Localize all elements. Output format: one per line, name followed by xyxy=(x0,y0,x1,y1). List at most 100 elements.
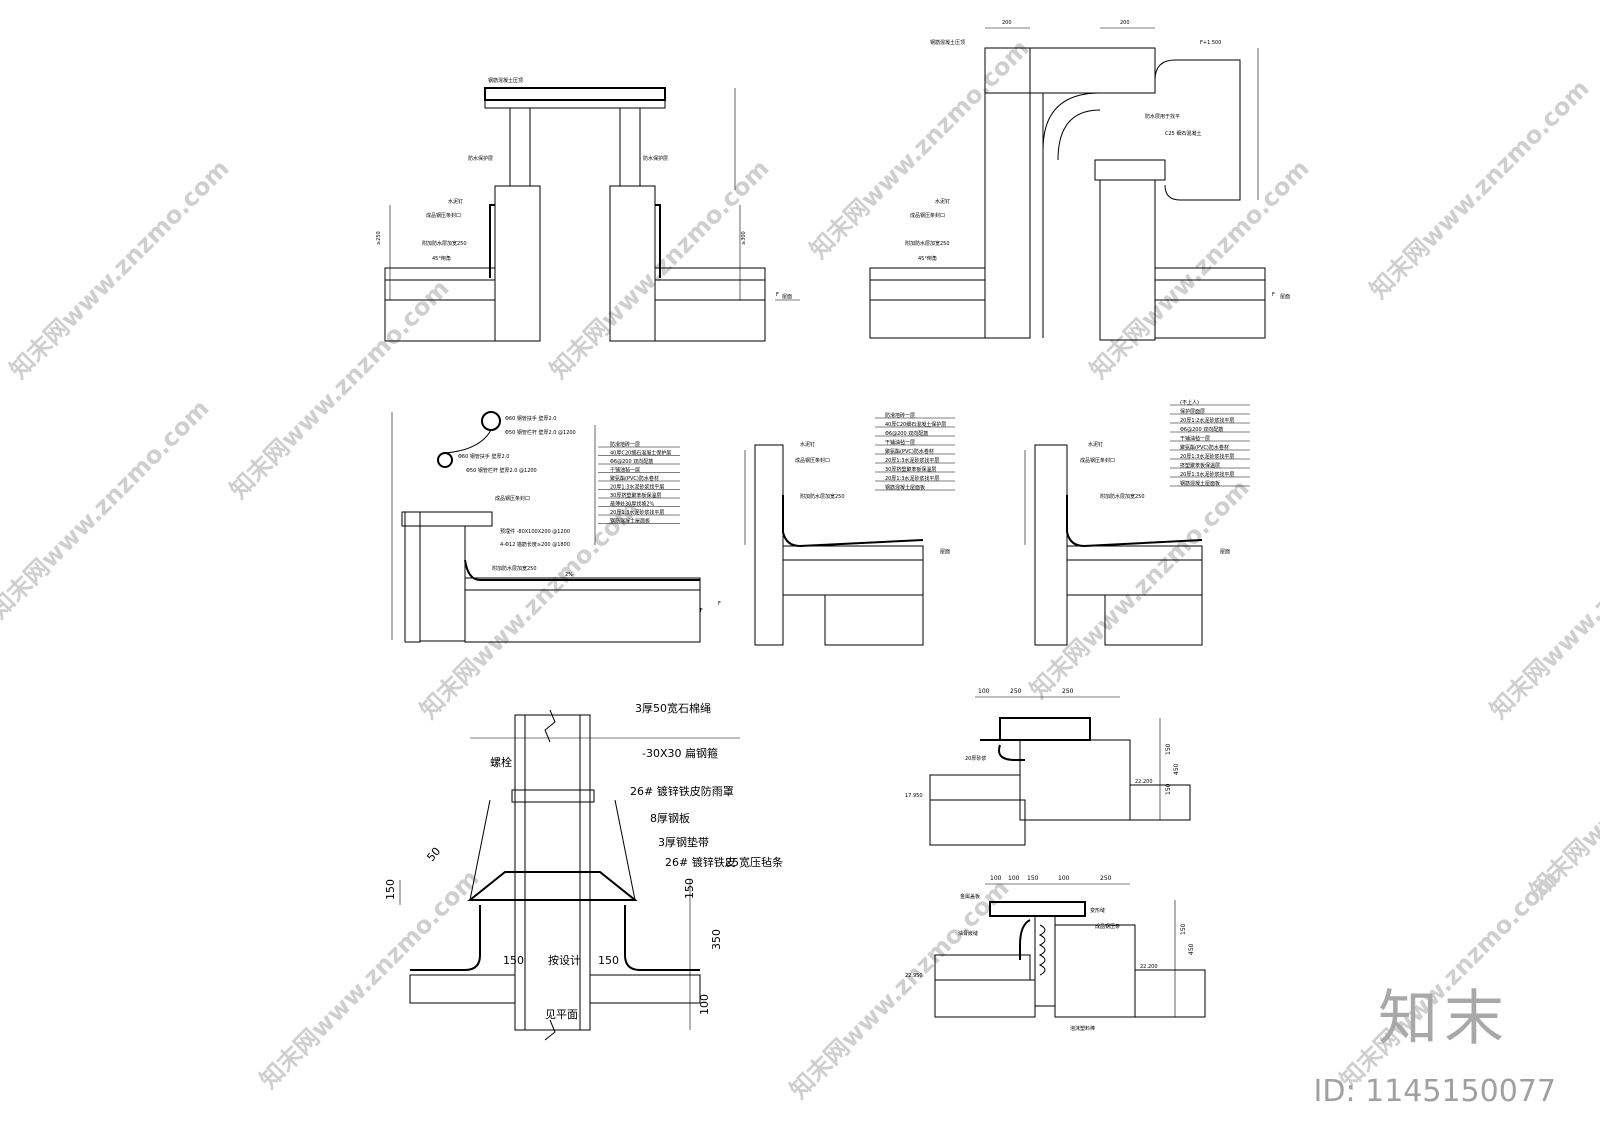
d5-layers-item: 聚氨酯(PVC)防水卷材 xyxy=(1180,444,1229,451)
d4-layers-item: 20厚1:3水泥砂浆找平层 xyxy=(885,475,939,482)
d6-150-v: 150 xyxy=(384,879,397,900)
detail-8-expansion-joint: 100 100 150 100 250 金属盖板 变形缝 油膏嵌缝 泡沫塑料棒 … xyxy=(905,875,1206,1032)
d3-layers-item: 40厚C20细石混凝土保护层 xyxy=(610,450,671,457)
watermark-text: 知末网www.znzmo.com xyxy=(224,274,454,504)
d8-cover: 金属盖板 xyxy=(960,893,980,900)
detail-1-parapet-gap: 钢筋混凝土压顶 防水保护层 防水保护层 水泥钉 成品钢压条封口 附加防水层加宽2… xyxy=(376,77,800,342)
d6-a: 3厚50宽石棉绳 xyxy=(635,701,711,715)
d6-100: 100 xyxy=(698,994,711,1015)
d8-seal: 成品钢压条 xyxy=(1095,923,1120,930)
d6-d: 8厚钢板 xyxy=(650,811,690,825)
d2-seal-label: 成品钢压条封口 xyxy=(910,212,945,219)
d1-wall-left-label: 防水保护层 xyxy=(468,155,493,162)
d3-layers-item: 聚氨酯(PVC)防水卷材 xyxy=(610,475,659,482)
d6-150-right: 150 xyxy=(598,954,619,967)
d3-r3: Φ60 钢管扶手 壁厚2.0 xyxy=(458,453,509,460)
d1-right-post xyxy=(619,107,641,187)
d6-rain-cap xyxy=(467,871,638,901)
d6-see-plan: 见平面 xyxy=(545,1008,578,1021)
detail-7-threshold: 100 250 250 150 450 150 20厚砂浆 22.200 17.… xyxy=(905,688,1191,846)
d3-slope: 2% xyxy=(565,572,573,578)
d4-layers-item: 聚氨酯(PVC)防水卷材 xyxy=(885,448,934,455)
d8-sl: 油膏嵌缝 xyxy=(958,930,978,937)
d3-bolt: 4-Φ12 锚筋长度≥200 @1800 xyxy=(500,541,570,548)
d7-150b: 150 xyxy=(1165,783,1172,795)
d2-right-wall xyxy=(1099,179,1156,341)
watermark-layer: 知末网www.znzmo.com知末网www.znzmo.com知末网www.z… xyxy=(0,34,1600,1104)
watermark-text: 知末网www.znzmo.com xyxy=(1524,674,1600,904)
d2-upturn-label: 附加防水层加宽250 xyxy=(905,240,950,247)
detail-5-wall-upturn: 水泥钉 成品钢压条封口 附加防水层加宽250 屋面 (不上人)保护层面层20厚1… xyxy=(1024,399,1250,646)
d3-layers-item: 钢筋混凝土屋面板 xyxy=(610,518,650,525)
d6-f: 26# 镀锌铁皮 xyxy=(665,855,736,869)
d5-layers-item: 20厚1:3水泥砂浆找平层 xyxy=(1180,453,1234,460)
d1-h250-label: ≥250 xyxy=(376,231,382,245)
d1-f-label: F xyxy=(776,292,779,298)
d3-upstand xyxy=(419,525,466,642)
d7-150: 150 xyxy=(1165,743,1172,755)
detail-2-parapet-overhang: 钢筋混凝土压顶 200 200 F+1.500 防水层用于找平 C25 细石混凝… xyxy=(869,20,1290,341)
d1-right-wall xyxy=(609,185,656,342)
d7-250b: 250 xyxy=(1062,688,1074,695)
d1-floor-label: 屋面 xyxy=(782,294,792,300)
d3-plate: 预埋件 -80X100X200 @1200 xyxy=(500,528,570,535)
d5-wall xyxy=(1034,444,1068,646)
d7-250a: 250 xyxy=(1010,688,1022,695)
watermark-text: 知末网www.znzmo.com xyxy=(1024,474,1254,704)
d5-layers-item: 挤塑聚苯板保温层 xyxy=(1180,462,1220,469)
d1-left-wall xyxy=(494,185,541,342)
d6-e: 3厚钢垫带 xyxy=(658,835,709,849)
d6-c: 26# 镀锌铁皮防雨罩 xyxy=(630,784,734,798)
d7-100: 100 xyxy=(978,688,990,695)
d8-100c: 100 xyxy=(1058,875,1070,882)
d5-upturn: 附加防水层加宽250 xyxy=(1100,493,1145,500)
d1-h300-label: ≥300 xyxy=(741,231,747,245)
d6-bolt: 螺栓 xyxy=(490,755,512,769)
d2-ins-label: 防水层用于找平 xyxy=(1145,113,1180,120)
watermark-text: 知末网www.znzmo.com xyxy=(4,154,234,384)
d4-layers-item: 30厚挤塑聚苯板保温层 xyxy=(885,466,936,473)
d2-cant-label: 45°倒角 xyxy=(918,255,937,262)
d1-cap-label: 钢筋混凝土压顶 xyxy=(488,77,523,84)
d3-r2: Φ50 钢管栏杆 壁厚2.0 @1200 xyxy=(505,429,576,436)
d7-elev1: 22.200 xyxy=(1135,779,1153,785)
d4-layers-item: 20厚1:3水泥砂浆找平层 xyxy=(885,457,939,464)
d7-elev2: 17.950 xyxy=(905,793,923,799)
d5-layers-item: 保护层面层 xyxy=(1180,408,1205,415)
d7-450: 450 xyxy=(1173,763,1180,775)
watermark-text: 知末网www.znzmo.com xyxy=(1484,494,1600,724)
d1-upturn-label: 附加防水层加宽250 xyxy=(422,240,467,247)
d2-c25-label: C25 细石混凝土 xyxy=(1165,130,1201,137)
d8-150: 150 xyxy=(1027,875,1039,882)
watermark-text: 知末网www.znzmo.com xyxy=(784,874,1014,1104)
d3-handrail-low xyxy=(437,452,453,468)
d3-layers-item: Φ6@200 双向配筋 xyxy=(610,458,653,465)
d8-100a: 100 xyxy=(990,875,1002,882)
d4-layers-item: 防滑地砖一层 xyxy=(885,412,915,419)
d4-upturn: 附加防水层加宽250 xyxy=(800,493,845,500)
d3-layers-item: 最薄处30厚找坡2% xyxy=(610,501,655,508)
d3-layers-item: 30厚挤塑聚苯板保温层 xyxy=(610,492,661,499)
d2-f-label: F xyxy=(1272,292,1275,298)
d5-layers-item: 干铺油毡一层 xyxy=(1180,435,1210,442)
d6-150-b: 150 xyxy=(683,878,696,899)
d3-layers-item: 20厚1:3水泥砂浆找平层 xyxy=(610,509,664,516)
d1-seal-label: 成品钢压条封口 xyxy=(426,212,461,219)
d7-curb xyxy=(1019,739,1131,821)
d8-v150: 150 xyxy=(1180,923,1187,935)
d1-cant-label: 45°倒角 xyxy=(432,255,451,262)
d4-f: F xyxy=(718,601,721,607)
d4-layers-item: 干铺油毡一层 xyxy=(885,439,915,446)
d2-elev-label: F+1.500 xyxy=(1200,40,1221,46)
d3-upturn: 附加防水层加宽250 xyxy=(492,565,537,572)
d3-r1: Φ60 钢管扶手 壁厚2.0 xyxy=(505,415,556,422)
d1-nail-label: 水泥钉 xyxy=(448,198,463,205)
d3-seal: 成品钢压条封口 xyxy=(495,495,530,502)
d3-layers-item: 防滑地砖一层 xyxy=(610,441,640,448)
d2-top-label: 钢筋混凝土压顶 xyxy=(930,39,965,46)
image-id-label: ID: 1145150077 xyxy=(1313,1074,1556,1109)
